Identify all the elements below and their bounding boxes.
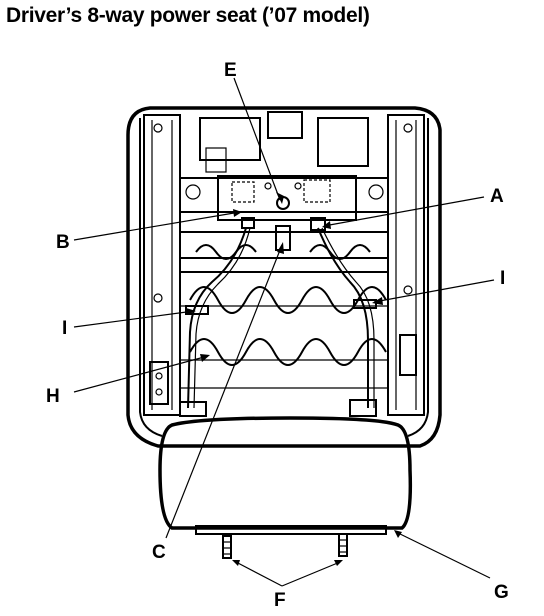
label-i-left: I	[62, 318, 67, 339]
label-f: F	[274, 590, 286, 611]
label-h: H	[46, 386, 60, 407]
label-a: A	[490, 186, 504, 207]
label-c: C	[152, 542, 166, 563]
label-b: B	[56, 232, 70, 253]
leader-lines	[73, 77, 495, 587]
seat-frame	[126, 106, 442, 559]
diagram-title: Driver’s 8-way power seat (’07 model)	[6, 4, 370, 27]
label-e: E	[224, 60, 237, 81]
label-g: G	[494, 582, 509, 603]
label-i-right: I	[500, 268, 505, 289]
